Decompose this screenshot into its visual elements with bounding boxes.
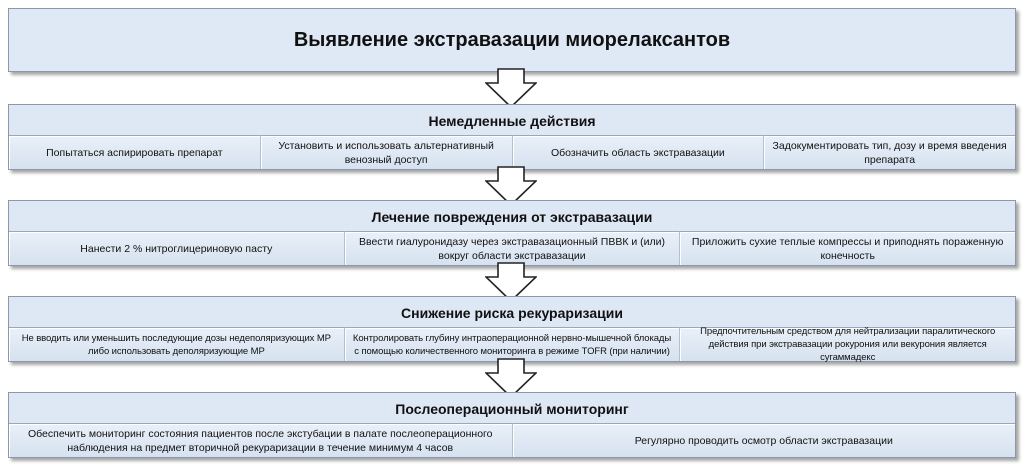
section-items: Нанести 2 % нитроглицериновую пасту Ввес…: [9, 231, 1016, 265]
arrow-down-icon: [485, 262, 537, 302]
action-item: Обозначить область экстравазации: [512, 135, 765, 169]
action-item: Регулярно проводить осмотр области экстр…: [512, 423, 1015, 457]
section-postop-monitoring: Послеоперационный мониторинг Обеспечить …: [8, 392, 1016, 458]
action-item: Не вводить или уменьшить последующие доз…: [9, 327, 345, 361]
diagram-title: Выявление экстравазации миорелаксантов: [293, 28, 731, 51]
section-items: Обеспечить мониторинг состояния пациенто…: [9, 423, 1015, 457]
action-item: Установить и использовать альтернативный…: [260, 135, 513, 169]
action-item: Приложить сухие теплые компрессы и припо…: [680, 231, 1016, 265]
section-items: Попытаться аспирировать препарат Установ…: [9, 135, 1015, 169]
section-immediate-actions: Немедленные действия Попытаться аспириро…: [8, 104, 1016, 170]
section-items: Не вводить или уменьшить последующие доз…: [9, 326, 1016, 363]
section-heading: Лечение повреждения от экстравазации: [9, 201, 1015, 233]
section-recurarization-risk: Снижение риска рекураризации Не вводить …: [8, 296, 1016, 363]
section-heading: Снижение риска рекураризации: [9, 297, 1015, 329]
action-item: Нанести 2 % нитроглицериновую пасту: [9, 231, 345, 265]
action-item: Предпочтительным средством для нейтрализ…: [680, 326, 1016, 363]
section-heading: Послеоперационный мониторинг: [9, 393, 1015, 425]
section-heading: Немедленные действия: [9, 105, 1015, 137]
title-box: Выявление экстравазации миорелаксантов: [8, 8, 1016, 72]
action-item: Попытаться аспирировать препарат: [9, 135, 261, 169]
arrow-down-icon: [485, 68, 537, 108]
action-item: Ввести гиалуронидазу через экстравазацио…: [344, 231, 681, 265]
section-injury-treatment: Лечение повреждения от экстравазации Нан…: [8, 200, 1016, 266]
action-item: Обеспечить мониторинг состояния пациенто…: [9, 423, 513, 457]
action-item: Задокументировать тип, дозу и время введ…: [764, 135, 1015, 169]
arrow-down-icon: [485, 358, 537, 398]
arrow-down-icon: [485, 166, 537, 206]
action-item: Контролировать глубину интраоперационной…: [344, 327, 681, 361]
